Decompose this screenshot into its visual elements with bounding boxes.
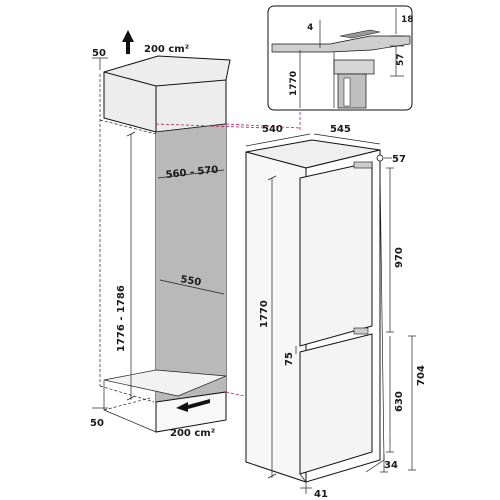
vent-arrow-in-icon — [176, 399, 210, 412]
lower-door-total-label: 704 — [416, 365, 427, 386]
fridge-side-offset-label: 57 — [392, 154, 406, 165]
lower-door-label: 630 — [394, 391, 405, 412]
upper-door — [299, 161, 373, 347]
detail-depth-label: 57 — [396, 53, 406, 66]
niche-width-label: 560 - 570 — [165, 165, 219, 181]
niche-height-label: 1776 - 1786 — [116, 285, 127, 352]
bottom-offset-label: 34 — [384, 460, 398, 471]
detail-height-label: 1770 — [289, 71, 299, 96]
fridge-drawing — [245, 133, 416, 494]
top-gap-label: 50 — [92, 48, 106, 59]
vent-arrow-up-icon — [122, 30, 134, 54]
upper-cabinet — [103, 55, 231, 133]
upper-door-label: 970 — [394, 247, 405, 268]
cabinet-drawing — [92, 30, 231, 433]
vent-top-label: 200 cm² — [144, 44, 189, 55]
bottom-gap-label: 50 — [90, 418, 104, 429]
lower-door — [299, 333, 373, 475]
niche-back-wall — [156, 124, 226, 402]
niche-depth-label: 550 — [179, 274, 202, 288]
total-height-label: 1770 — [259, 300, 270, 328]
hinge-marker-icon — [376, 154, 384, 162]
fridge-side — [245, 151, 307, 483]
detail-inset — [267, 5, 413, 111]
gap-middle-label: 75 — [284, 352, 295, 366]
detail-gap-top-label: 4 — [307, 23, 313, 33]
detail-gap-right-label: 18 — [401, 15, 414, 25]
fridge-depth-label: 540 — [262, 124, 283, 135]
foot-label: 41 — [314, 489, 328, 500]
fridge-width-label: 545 — [330, 124, 351, 135]
vent-bottom-label: 200 cm² — [170, 428, 215, 439]
